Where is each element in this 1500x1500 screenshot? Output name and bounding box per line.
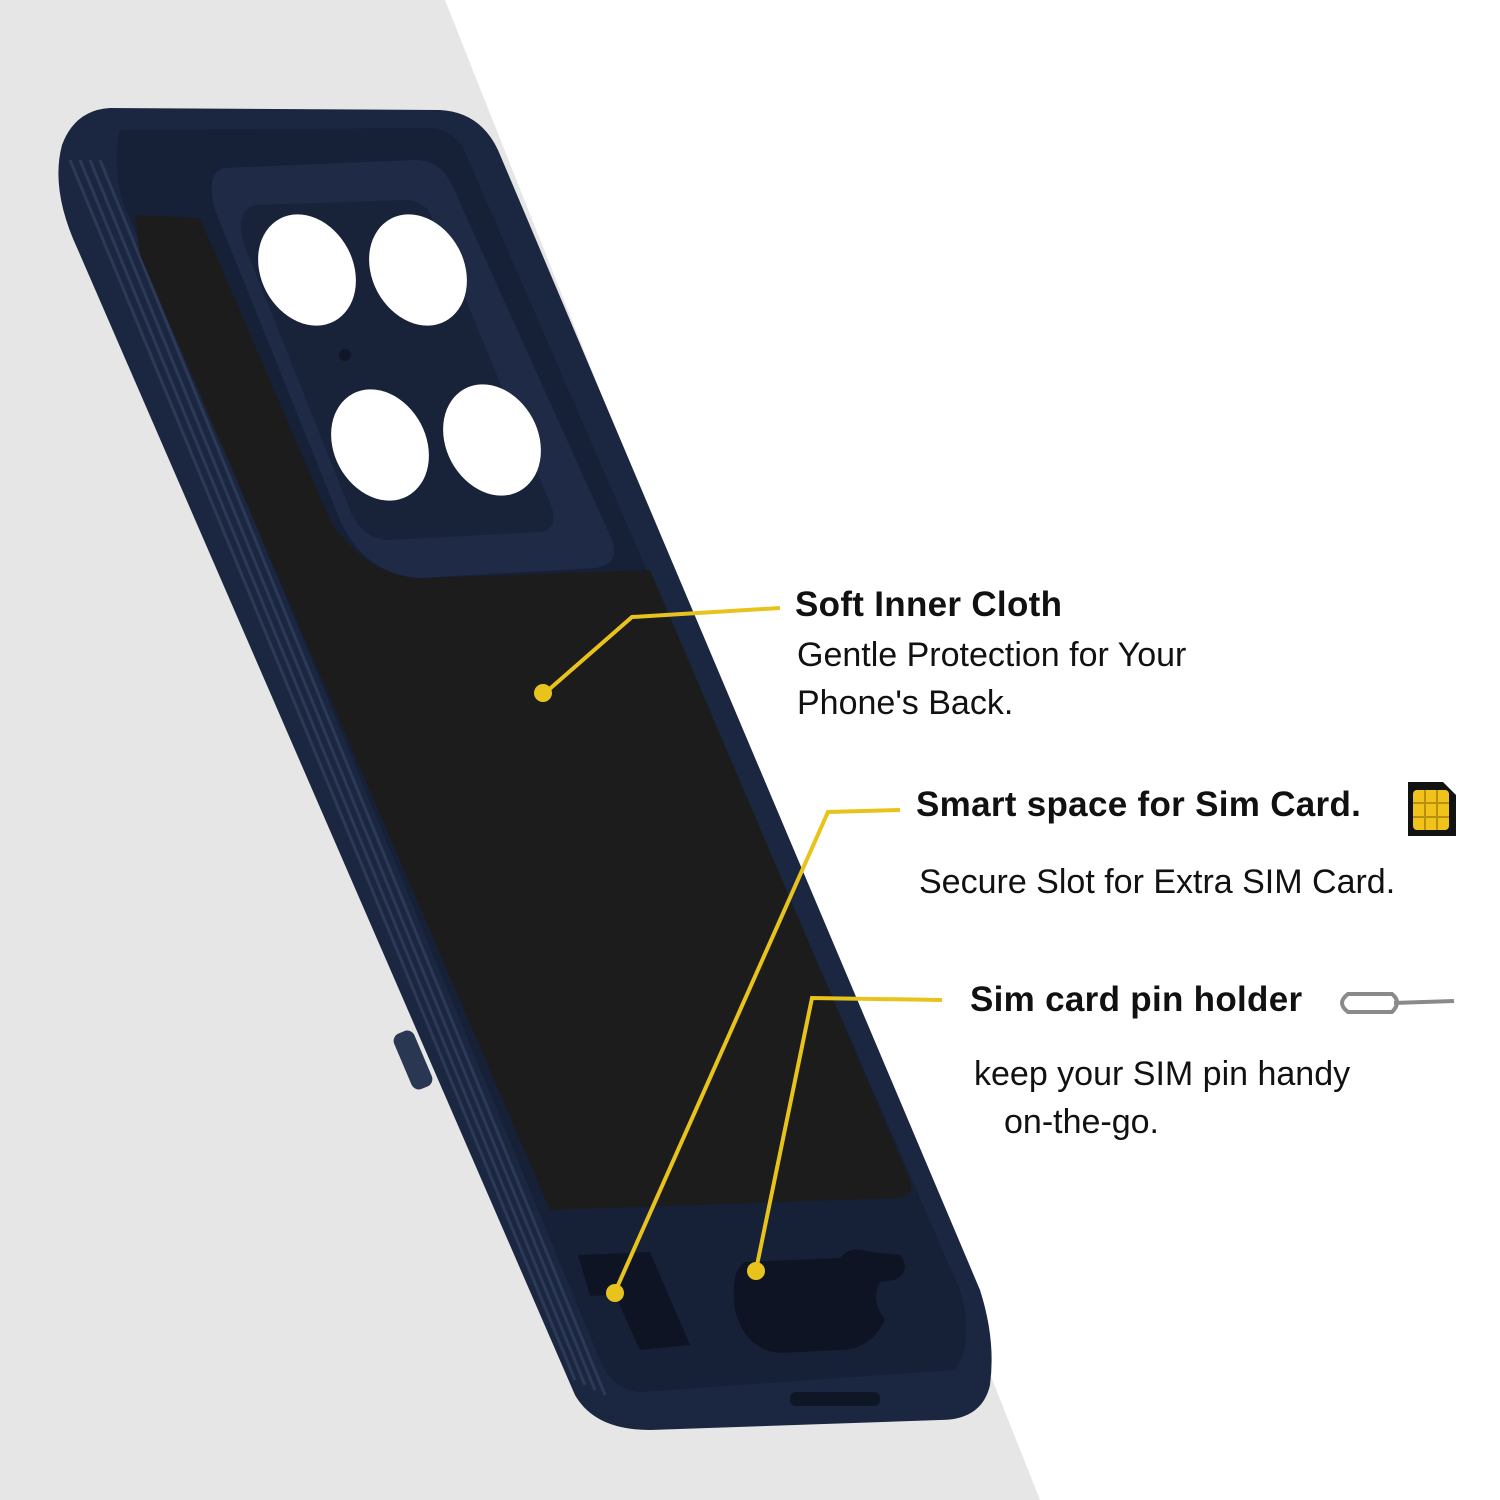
phone-case xyxy=(58,108,992,1430)
flash-hole xyxy=(339,349,351,361)
callout-description: Gentle Protection for Your Phone's Back. xyxy=(797,631,1186,727)
bottom-port xyxy=(790,1392,880,1406)
callout-soft-inner-cloth: Soft Inner Cloth Gentle Protection for Y… xyxy=(795,585,1186,727)
lens-cutout-1 xyxy=(258,214,356,326)
leader-dot-pin xyxy=(747,1262,765,1280)
callout-line: Gentle Protection for Your xyxy=(797,636,1187,674)
callout-title: Sim card pin holder xyxy=(970,980,1303,1019)
callout-line: keep your SIM pin handy xyxy=(974,1055,1351,1093)
leader-lines xyxy=(543,606,943,1293)
side-button xyxy=(393,1030,433,1090)
leader-dot-cloth xyxy=(534,684,552,702)
callout-sim-space: Smart space for Sim Card. Secure Slot fo… xyxy=(916,785,1395,906)
callout-line: on-the-go. xyxy=(1004,1103,1159,1141)
pin-holder-slot xyxy=(733,1249,905,1353)
callout-line: Secure Slot for Extra SIM Card. xyxy=(919,863,1396,901)
lens-cutout-2 xyxy=(369,214,467,326)
lens-cutout-4 xyxy=(443,384,541,496)
leader-pin xyxy=(754,995,943,1271)
sim-slot xyxy=(578,1252,690,1350)
lens-cutout-3 xyxy=(331,389,429,501)
callout-title: Smart space for Sim Card. xyxy=(916,785,1362,824)
sim-eject-pin-icon xyxy=(1340,992,1455,1014)
leader-cloth xyxy=(543,606,781,695)
leader-dots xyxy=(534,684,765,1302)
sim-card-icon xyxy=(1408,782,1456,836)
callout-pin-holder: Sim card pin holder keep your SIM pin ha… xyxy=(970,980,1350,1146)
callout-title: Soft Inner Cloth xyxy=(795,585,1063,624)
callout-description: Secure Slot for Extra SIM Card. xyxy=(919,858,1395,906)
soft-inner-cloth xyxy=(135,215,912,1210)
callout-description: keep your SIM pin handy on-the-go. xyxy=(974,1050,1350,1146)
callout-line: Phone's Back. xyxy=(797,684,1014,722)
leader-sim xyxy=(613,808,901,1293)
leader-dot-sim xyxy=(606,1284,624,1302)
case-ribs xyxy=(68,159,607,1396)
